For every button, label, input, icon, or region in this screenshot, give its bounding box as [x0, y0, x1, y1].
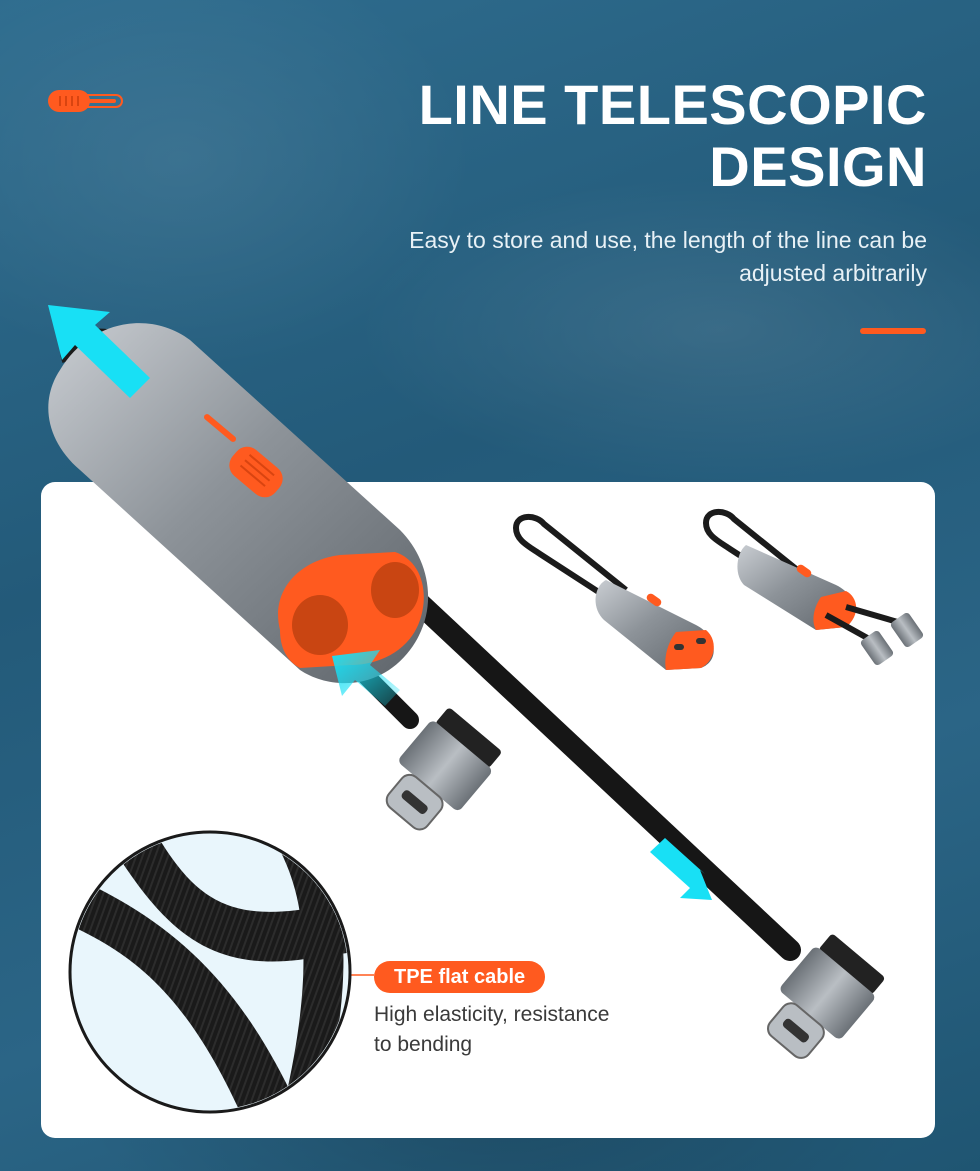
title-line-2: DESIGN	[709, 135, 927, 198]
subtitle-line-2: adjusted arbitrarily	[739, 260, 927, 286]
subtitle: Easy to store and use, the length of the…	[327, 224, 927, 290]
feature-badge: TPE flat cable	[374, 961, 546, 993]
feature-description: High elasticity, resistance to bending	[374, 1000, 674, 1060]
title-line-1: LINE TELESCOPIC	[418, 73, 927, 136]
page-title: LINE TELESCOPIC DESIGN	[307, 74, 927, 198]
subtitle-line-1: Easy to store and use, the length of the…	[409, 227, 927, 253]
extend-arrow-icon	[48, 305, 712, 900]
feature-desc-line-1: High elasticity, resistance	[374, 1003, 610, 1026]
cable-closeup	[68, 830, 352, 1114]
feature-desc-line-2: to bending	[374, 1033, 473, 1056]
accent-divider	[860, 328, 926, 334]
adapter-housing	[48, 323, 429, 684]
slider-toggle-icon	[48, 90, 123, 112]
